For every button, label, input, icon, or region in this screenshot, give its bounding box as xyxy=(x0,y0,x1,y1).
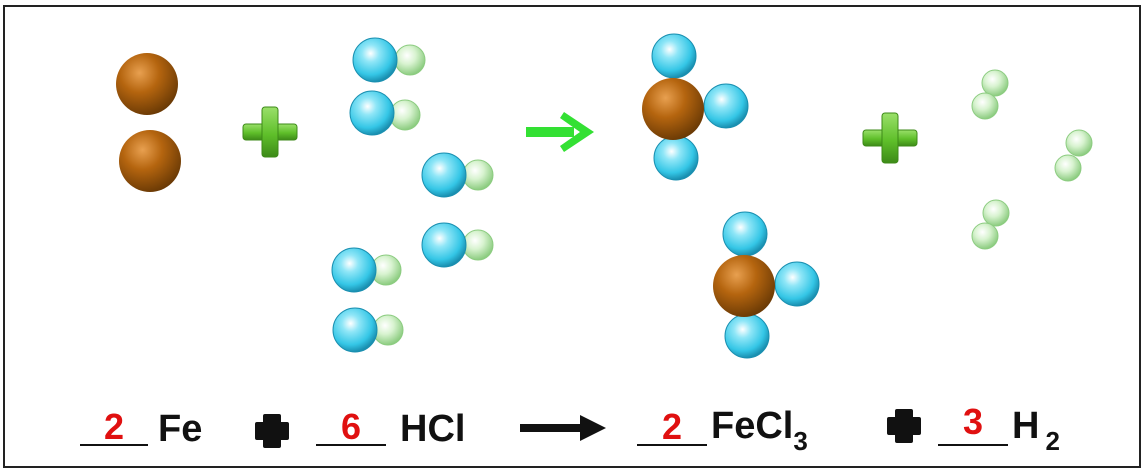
formula-text: Fe xyxy=(158,408,203,450)
plus-icon xyxy=(255,414,289,448)
diagram-frame xyxy=(3,5,1141,468)
hydrogen-atom xyxy=(1054,154,1082,182)
coefficient: 6 xyxy=(340,406,362,447)
coefficient: 2 xyxy=(661,406,683,447)
coefficient-blank xyxy=(316,444,386,446)
coefficient-blank xyxy=(80,444,148,446)
iron-atom xyxy=(713,255,775,317)
hydrogen-atom xyxy=(981,69,1009,97)
hydrogen-atom xyxy=(971,222,999,250)
hydrogen-atom xyxy=(971,92,999,120)
iron-atoms xyxy=(116,53,181,192)
hcl-molecules xyxy=(331,37,494,353)
equation-term-fe: 2 Fe xyxy=(78,398,218,458)
chlorine-atom xyxy=(331,247,377,293)
fecl3-molecule xyxy=(713,211,820,359)
coefficient-blank xyxy=(637,444,707,446)
h2-molecule xyxy=(1054,129,1093,182)
hcl-molecule xyxy=(421,222,494,268)
formula: Fe xyxy=(158,410,202,448)
chlorine-atom xyxy=(703,83,749,129)
hcl-molecule xyxy=(421,152,494,198)
hydrogen-atom xyxy=(1065,129,1093,157)
equation-term-hcl: 6 HCl xyxy=(316,398,496,458)
formula-text: HCl xyxy=(400,408,466,450)
chlorine-atom xyxy=(352,37,398,83)
hcl-molecule xyxy=(349,90,421,136)
formula-text: FeCl xyxy=(711,405,794,447)
hcl-molecule xyxy=(352,37,426,83)
chlorine-atom xyxy=(651,33,697,79)
reaction-arrow-icon xyxy=(520,415,606,441)
coefficient: 3 xyxy=(962,401,984,442)
formula: FeCl3 xyxy=(711,405,808,456)
formula-subscript: 3 xyxy=(793,426,808,456)
chlorine-atom xyxy=(349,90,395,136)
chlorine-atom xyxy=(722,211,768,257)
plus-icon xyxy=(862,112,918,164)
fecl3-molecules xyxy=(642,33,820,359)
hydrogen-atom xyxy=(394,44,426,76)
hydrogen-atom xyxy=(462,159,494,191)
chlorine-atom xyxy=(332,307,378,353)
formula-text: H xyxy=(1012,405,1040,447)
formula: HCl xyxy=(400,410,465,448)
plus-icon xyxy=(242,106,298,158)
iron-atom xyxy=(642,78,704,140)
hydrogen-atom xyxy=(462,229,494,261)
h2-molecule xyxy=(971,69,1009,120)
hcl-molecule xyxy=(331,247,402,293)
fecl3-molecule xyxy=(642,33,749,181)
coefficient-blank xyxy=(938,444,1008,446)
plus-icon xyxy=(887,409,921,443)
chlorine-atom xyxy=(421,222,467,268)
formula-subscript: 2 xyxy=(1045,426,1060,456)
chlorine-atom xyxy=(724,313,770,359)
chlorine-atom xyxy=(421,152,467,198)
reaction-arrow-icon xyxy=(526,112,594,152)
equation-term-fecl3: 2 FeCl3 xyxy=(637,398,837,458)
chlorine-atom xyxy=(774,261,820,307)
hydrogen-atom xyxy=(982,199,1010,227)
hcl-molecule xyxy=(332,307,404,353)
h2-molecules xyxy=(971,69,1093,250)
chlorine-atom xyxy=(653,135,699,181)
iron-atom xyxy=(119,130,181,192)
coefficient: 2 xyxy=(103,406,125,447)
h2-molecule xyxy=(971,199,1010,250)
hydrogen-atom xyxy=(389,99,421,131)
iron-atom xyxy=(116,53,178,115)
